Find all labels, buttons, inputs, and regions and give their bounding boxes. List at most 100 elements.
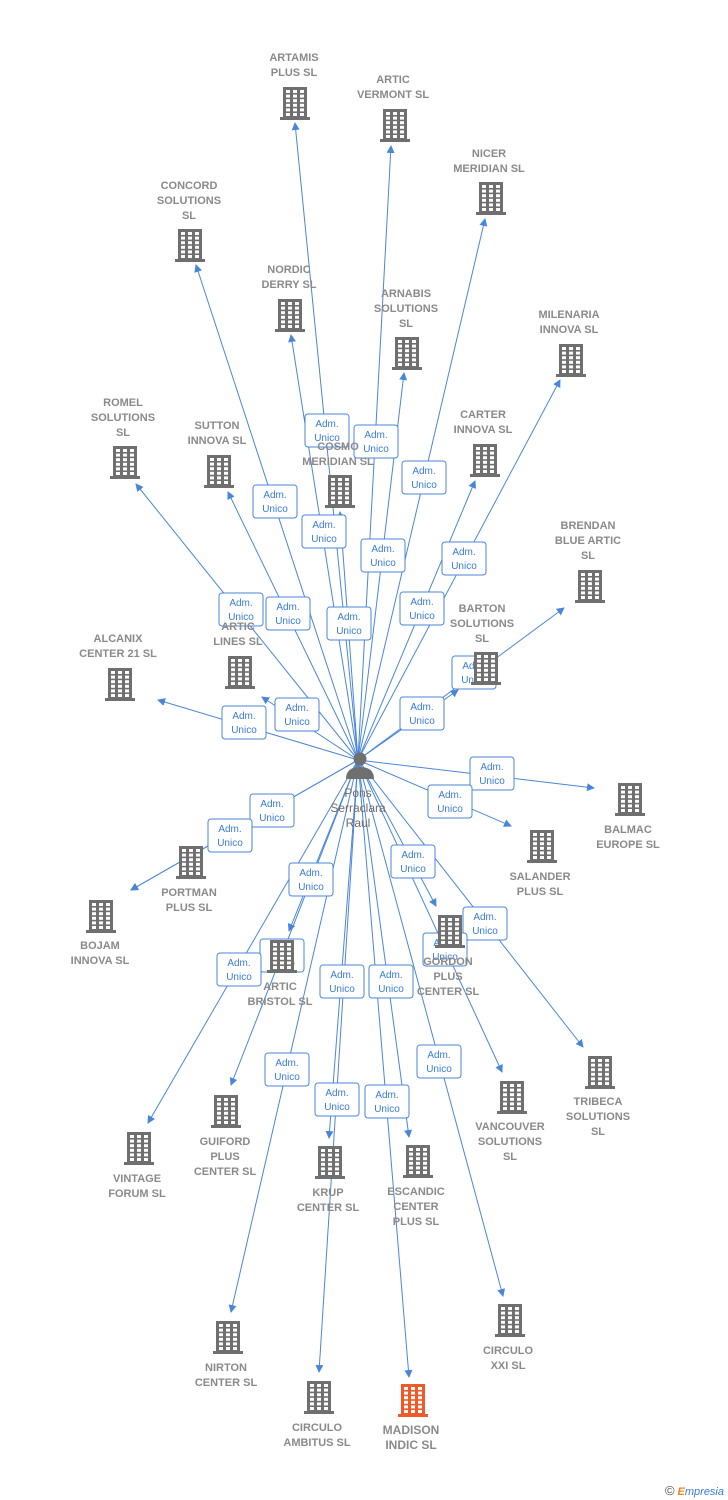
badge-text-line: Unico bbox=[274, 1072, 300, 1083]
building-icon bbox=[585, 1056, 615, 1089]
role-badge-romel[interactable]: Adm.Unico bbox=[218, 592, 264, 627]
role-badge-circulo_x[interactable]: Adm.Unico bbox=[416, 1044, 462, 1079]
role-badge-madison[interactable]: Adm. Unico bbox=[364, 1084, 410, 1119]
role-badge-nordic[interactable]: Adm.Unico bbox=[301, 514, 347, 549]
company-name-line: PLUS bbox=[433, 971, 462, 983]
badge-text-line: Adm. bbox=[325, 1088, 348, 1099]
role-badge-circulo_a[interactable]: Adm. Unico bbox=[314, 1082, 360, 1117]
company-name-line: FORUM SL bbox=[108, 1188, 166, 1200]
badge-text-line: Unico bbox=[426, 1064, 452, 1075]
building-icon bbox=[225, 656, 255, 689]
badge-text-line: Unico bbox=[324, 1102, 350, 1113]
building-icon bbox=[267, 940, 297, 973]
person-node[interactable]: Pons Serraclara Raul bbox=[330, 752, 386, 831]
role-badge-vintage[interactable]: Adm.Unico bbox=[216, 952, 262, 987]
role-badge-artic_v[interactable]: Adm.Unico bbox=[353, 424, 399, 459]
role-badge-nicer[interactable]: Adm.Unico bbox=[401, 460, 447, 495]
company-name-line: BRISTOL SL bbox=[248, 996, 313, 1008]
role-badge-krup[interactable]: Adm.Unico bbox=[319, 964, 365, 999]
badge-text-line: Adm. bbox=[218, 824, 241, 835]
role-badge-concord[interactable]: Adm.Unico bbox=[252, 484, 298, 519]
role-badge-artamis[interactable]: Adm.Unico bbox=[304, 413, 350, 448]
company-name-line: BLUE ARTIC bbox=[555, 535, 621, 547]
role-badge-artic_b[interactable]: Adm.Unico bbox=[288, 862, 334, 897]
badge-text-line: Unico bbox=[228, 612, 254, 623]
building-icon bbox=[471, 652, 501, 685]
company-name-line: SOLUTIONS bbox=[91, 412, 155, 424]
role-badge-portman[interactable]: Adm.Unico bbox=[249, 793, 295, 828]
role-badge-arnabis[interactable]: Adm.Unico bbox=[360, 538, 406, 573]
company-name-line: PLUS SL bbox=[393, 1216, 440, 1228]
role-badge-cosmo[interactable]: Adm.Unico bbox=[326, 606, 372, 641]
role-badge-bojam[interactable]: Adm.Unico bbox=[207, 818, 253, 853]
badge-text-line: Adm. bbox=[227, 958, 250, 969]
badge-text-line: Adm. bbox=[260, 799, 283, 810]
role-badge-carter[interactable]: Adm.Unico bbox=[399, 591, 445, 626]
role-badge-salander[interactable]: Adm.Unico bbox=[427, 784, 473, 819]
company-name-line: CARTER bbox=[460, 409, 506, 421]
company-name-line: ESCANDIC bbox=[387, 1186, 445, 1198]
company-name-line: ARTIC bbox=[221, 621, 255, 633]
role-badge-sutton[interactable]: Adm.Unico bbox=[265, 596, 311, 631]
role-badge-balmac[interactable]: Adm.Unico bbox=[469, 756, 515, 791]
company-name-line: NORDIC bbox=[267, 264, 310, 276]
company-name-line: BOJAM bbox=[80, 940, 120, 952]
building-icon bbox=[476, 182, 506, 215]
edge-tribeca bbox=[357, 759, 584, 1048]
building-icon bbox=[435, 915, 465, 948]
role-badge-artic_l[interactable]: Adm.Unico bbox=[274, 697, 320, 732]
badge-text-line: Unico bbox=[284, 717, 310, 728]
role-badge-tribeca[interactable]: Adm.Unico bbox=[462, 906, 508, 941]
edge-krup bbox=[325, 759, 359, 1139]
footer-brand[interactable]: ©Empresia bbox=[665, 1483, 724, 1498]
building-icon bbox=[110, 446, 140, 479]
badge-text-line: Unico bbox=[374, 1104, 400, 1115]
role-badge-alcanix[interactable]: Adm.Unico bbox=[221, 705, 267, 740]
company-name-line: NICER bbox=[472, 148, 506, 160]
badge-text-line: Adm. bbox=[375, 1090, 398, 1101]
company-name-line: SL bbox=[182, 210, 196, 222]
company-name-line: CENTER SL bbox=[417, 986, 480, 998]
company-name-line: PLUS bbox=[210, 1151, 239, 1163]
role-badge-barton[interactable]: Adm.Unico bbox=[399, 696, 445, 731]
role-badge-nirton[interactable]: Adm.Unico bbox=[264, 1052, 310, 1087]
company-name-line: ARTAMIS bbox=[269, 52, 318, 64]
role-badge-milenaria[interactable]: Adm.Unico bbox=[441, 541, 487, 576]
role-badge-gordon[interactable]: Adm.Unico bbox=[390, 844, 436, 879]
role-badge-escandic[interactable]: Adm.Unico bbox=[368, 964, 414, 999]
badge-text-line: Adm. bbox=[371, 544, 394, 555]
company-name-line: SOLUTIONS bbox=[157, 195, 221, 207]
